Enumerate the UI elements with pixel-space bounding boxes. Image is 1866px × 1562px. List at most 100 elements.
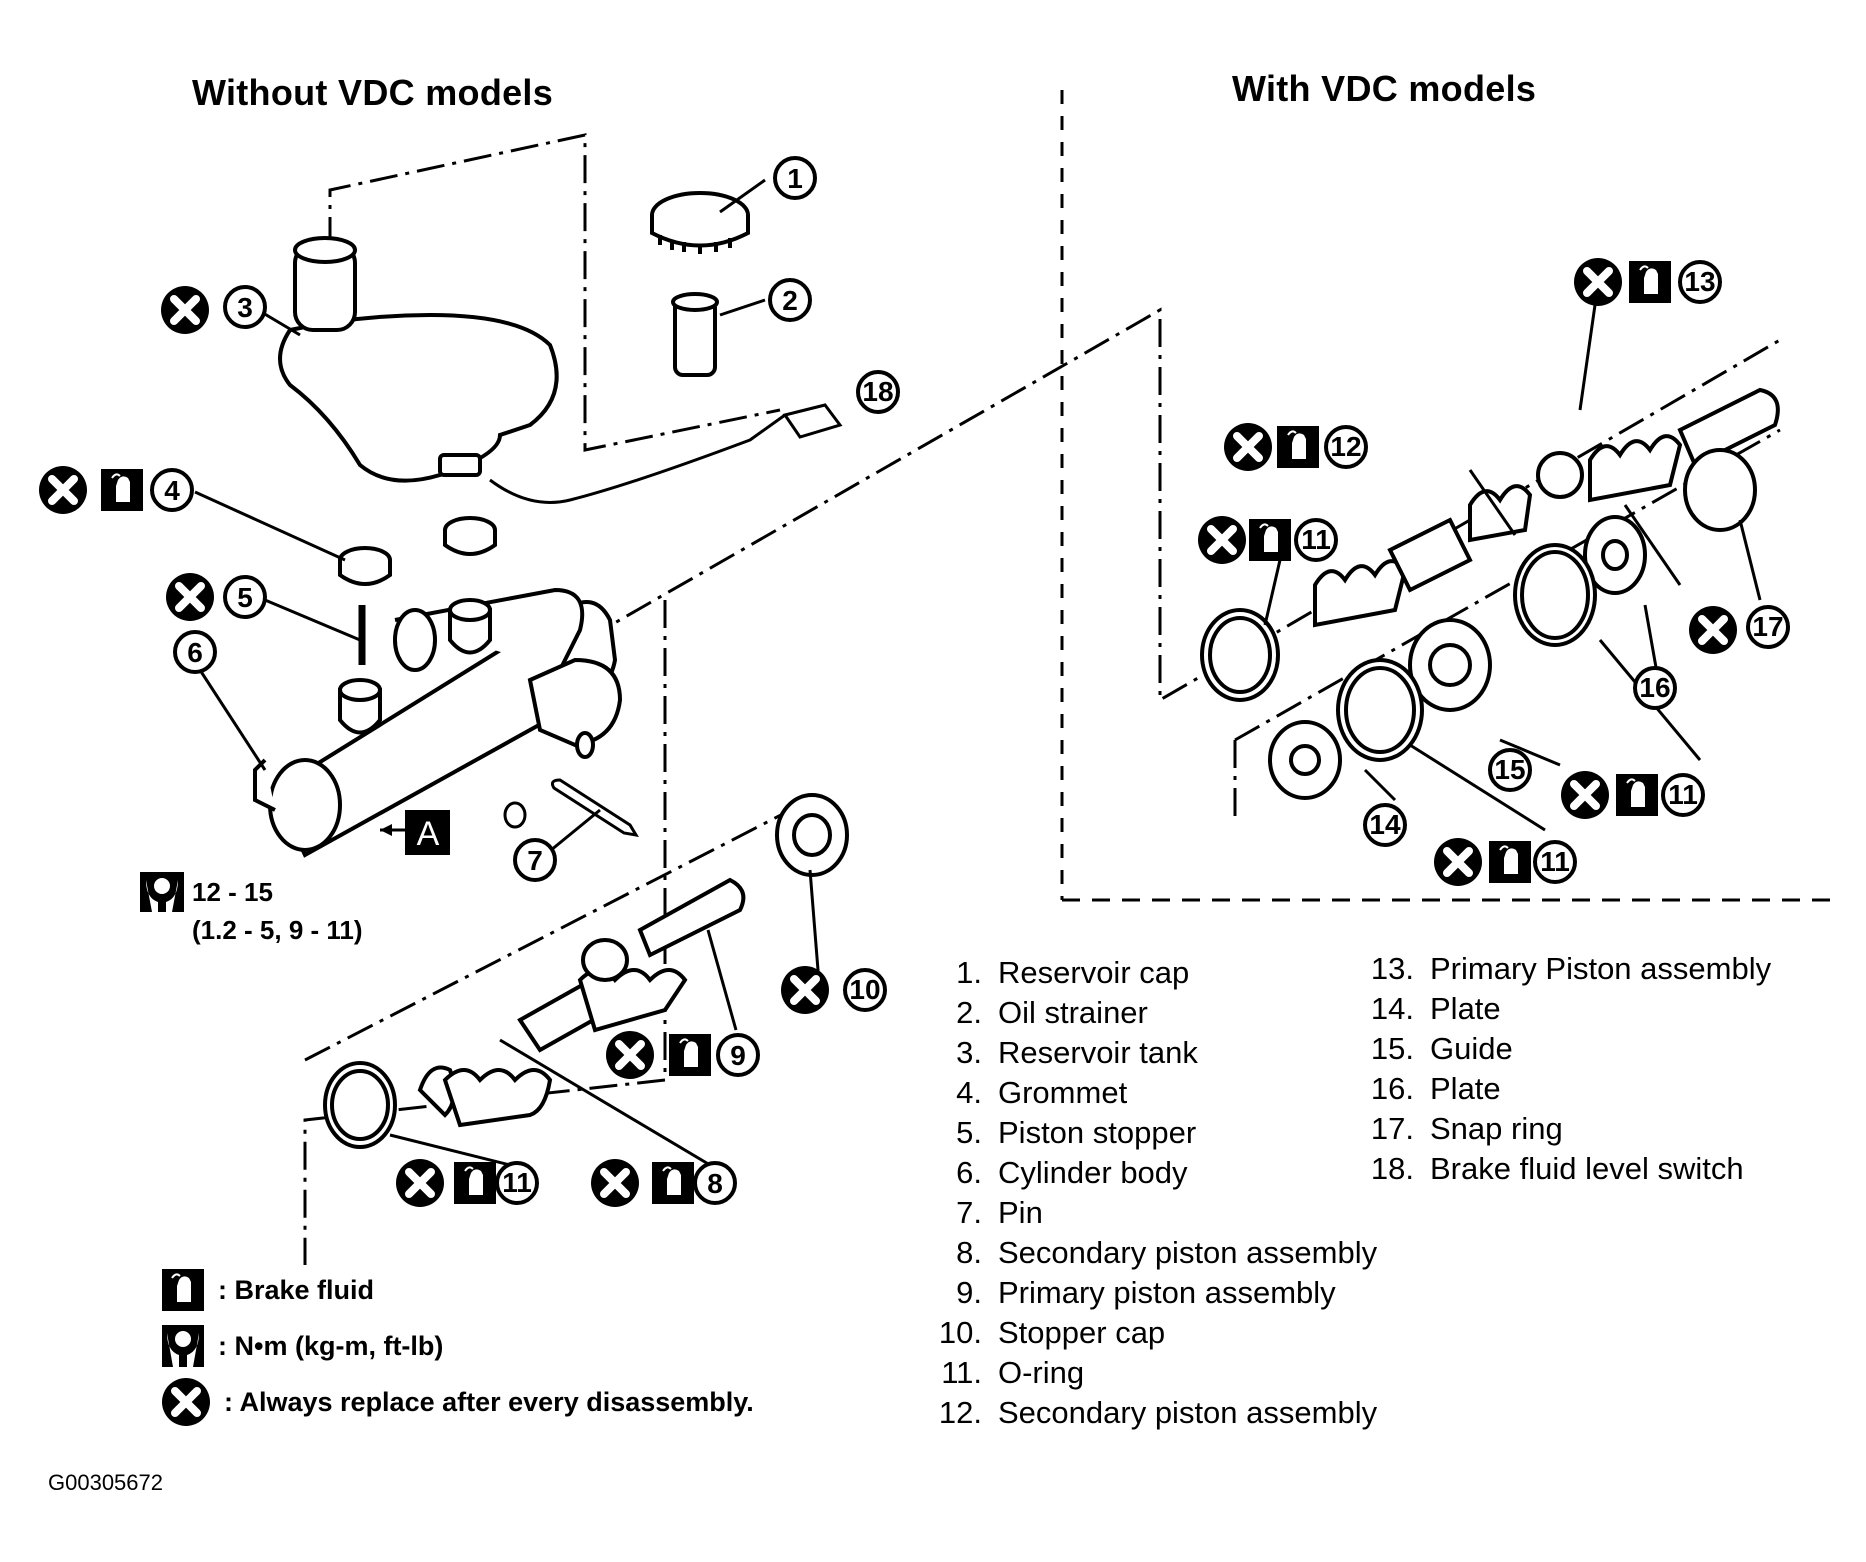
- legend-brake-fluid: : Brake fluid: [162, 1262, 754, 1318]
- svg-text:6: 6: [187, 637, 203, 668]
- replace-x-icon: [1434, 838, 1482, 886]
- parts-list-item: 4.Grommet: [956, 1075, 1128, 1110]
- parts-list-item: 8.Secondary piston assembly: [956, 1235, 1378, 1270]
- brake-fluid-icon: [1488, 840, 1532, 884]
- parts-list-item: 10.Stopper cap: [938, 1315, 1166, 1350]
- callout-12: 12: [1224, 423, 1368, 471]
- callout-11-left: 11: [396, 1159, 539, 1207]
- callout-6: 6: [173, 630, 217, 674]
- brake-fluid-icon: [1628, 260, 1672, 304]
- parts-list-item: 9.Primary piston assembly: [956, 1275, 1336, 1310]
- torque-conversion: (1.2 - 5, 9 - 11): [192, 915, 363, 945]
- legend-replace: : Always replace after every disassembly…: [162, 1374, 754, 1430]
- callout-2: 2: [768, 278, 812, 322]
- callout-17: 17: [1689, 606, 1790, 654]
- callout-16: 16: [1633, 666, 1677, 710]
- cylinder-body-drawing: [253, 587, 623, 858]
- parts-list-item: 16.Plate: [1370, 1071, 1501, 1106]
- lower-piston-drawing: [323, 793, 849, 1149]
- level-switch-drawing: [489, 403, 843, 504]
- figure-id: G00305672: [48, 1470, 163, 1495]
- svg-text:14: 14: [1369, 809, 1401, 840]
- grommets-drawing: [338, 516, 497, 586]
- parts-list-right: 13.Primary Piston assembly 14.Plate 15.G…: [1356, 949, 1771, 1189]
- svg-text:8: 8: [707, 1168, 723, 1199]
- svg-text:2: 2: [782, 285, 798, 316]
- callout-14: 14: [1363, 803, 1407, 847]
- callout-15: 15: [1488, 748, 1532, 792]
- replace-x-icon: [591, 1159, 639, 1207]
- svg-text:11: 11: [502, 1167, 532, 1198]
- callout-11-mid: 11: [1561, 771, 1705, 819]
- replace-x-icon: [161, 286, 209, 334]
- callout-11-top: 11: [1198, 516, 1338, 564]
- parts-list-item: 14.Plate: [1370, 991, 1501, 1026]
- brake-fluid-icon: [1248, 518, 1292, 562]
- callout-9: 9: [606, 1031, 760, 1079]
- svg-text:10: 10: [849, 974, 880, 1005]
- title-with-vdc: With VDC models: [1232, 68, 1537, 109]
- svg-text:7: 7: [527, 845, 543, 876]
- svg-text:17: 17: [1752, 611, 1783, 642]
- torque-spec: 12 - 15 (1.2 - 5, 9 - 11): [140, 872, 363, 948]
- brake-fluid-icon: [1615, 773, 1659, 817]
- svg-text:1: 1: [787, 163, 803, 194]
- callout-1: 1: [773, 156, 817, 200]
- callout-8: 8: [591, 1159, 737, 1207]
- parts-list-item: 13.Primary Piston assembly: [1370, 951, 1772, 986]
- brake-fluid-icon: [668, 1033, 712, 1077]
- svg-text:11: 11: [1540, 846, 1570, 877]
- parts-list-item: 2.Oil strainer: [956, 995, 1148, 1030]
- view-a-label: A: [417, 815, 440, 853]
- parts-list-item: 15.Guide: [1370, 1031, 1513, 1066]
- pin-drawing: [503, 778, 639, 838]
- reservoir-tank-drawing: [278, 236, 559, 483]
- parts-list-item: 1.Reservoir cap: [956, 955, 1190, 990]
- replace-x-icon: [166, 573, 214, 621]
- brake-fluid-icon: [651, 1161, 695, 1205]
- svg-text:13: 13: [1684, 266, 1715, 297]
- callout-18: 18: [856, 370, 900, 414]
- parts-list-item: 18.Brake fluid level switch: [1370, 1151, 1744, 1186]
- parts-list-item: 12.Secondary piston assembly: [938, 1395, 1378, 1430]
- svg-text:4: 4: [164, 475, 180, 506]
- callout-10: 10: [781, 966, 887, 1014]
- replace-x-icon: [396, 1159, 444, 1207]
- svg-text:5: 5: [237, 582, 253, 613]
- parts-list-item: 6.Cylinder body: [956, 1155, 1188, 1190]
- vdc-piston-drawing: [1200, 387, 1780, 800]
- brake-fluid-icon: [453, 1161, 497, 1205]
- callout-4: 4: [39, 466, 194, 514]
- replace-x-icon: [1574, 258, 1622, 306]
- svg-text:9: 9: [730, 1040, 746, 1071]
- brake-fluid-icon: [100, 468, 144, 512]
- brake-fluid-icon: [1276, 425, 1320, 469]
- reservoir-cap-drawing: [650, 191, 750, 377]
- view-a-marker: A: [380, 810, 450, 855]
- callout-13: 13: [1574, 258, 1722, 306]
- replace-x-icon: [1224, 423, 1272, 471]
- svg-text:3: 3: [237, 292, 253, 323]
- parts-list-item: 3.Reservoir tank: [956, 1035, 1198, 1070]
- replace-x-icon: [1689, 606, 1737, 654]
- replace-x-icon: [606, 1031, 654, 1079]
- parts-list-item: 17.Snap ring: [1370, 1111, 1563, 1146]
- legend-torque: : N•m (kg-m, ft-lb): [162, 1318, 754, 1374]
- symbol-legend: : Brake fluid : N•m (kg-m, ft-lb) : Alwa…: [162, 1262, 754, 1430]
- svg-text:18: 18: [862, 376, 893, 407]
- replace-x-icon: [781, 966, 829, 1014]
- parts-list-left: 1.Reservoir cap 2.Oil strainer 3.Reservo…: [924, 953, 1377, 1433]
- torque-wrench-icon: [140, 872, 184, 912]
- svg-text:11: 11: [1668, 779, 1698, 810]
- svg-text:11: 11: [1301, 524, 1331, 555]
- parts-list-item: 5.Piston stopper: [956, 1115, 1197, 1150]
- brake-fluid-icon: [162, 1269, 204, 1311]
- callout-7: 7: [513, 838, 557, 882]
- svg-text:15: 15: [1494, 754, 1525, 785]
- replace-x-icon: [162, 1378, 210, 1426]
- title-without-vdc: Without VDC models: [192, 72, 554, 113]
- callout-5: 5: [166, 573, 267, 621]
- parts-list-item: 7.Pin: [956, 1195, 1043, 1230]
